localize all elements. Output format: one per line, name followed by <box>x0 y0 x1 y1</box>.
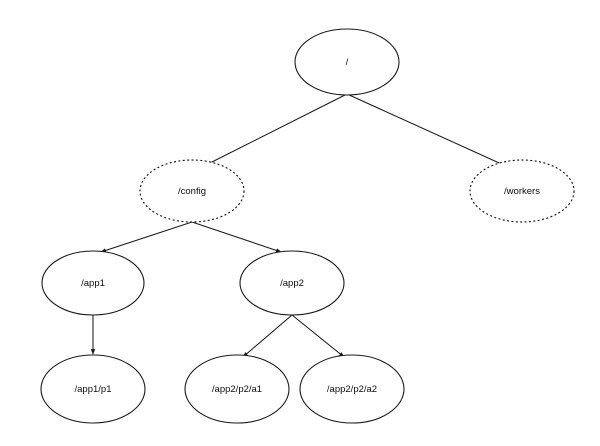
node-app1p1[interactable]: /app1/p1 <box>40 354 146 424</box>
node-app1[interactable]: /app1 <box>41 250 145 316</box>
node-shape-app1p1[interactable] <box>40 354 146 424</box>
node-shape-app2p2a2[interactable] <box>299 354 405 424</box>
node-shape-app2p2a1[interactable] <box>184 354 290 424</box>
node-app2p2a2[interactable]: /app2/p2/a2 <box>299 354 405 424</box>
node-shape-workers[interactable] <box>469 159 575 223</box>
node-shape-root[interactable] <box>294 28 400 96</box>
node-shape-app2[interactable] <box>239 250 345 316</box>
node-workers[interactable]: /workers <box>469 159 575 223</box>
node-app2[interactable]: /app2 <box>239 250 345 316</box>
node-root[interactable]: / <box>294 28 400 96</box>
edge-app2-to-app2p2a2 <box>291 314 344 357</box>
edge-app2-to-app2p2a1 <box>243 314 293 357</box>
node-config[interactable]: /config <box>139 159 245 223</box>
edge-root-to-config <box>204 93 348 167</box>
edges-layer <box>93 93 508 357</box>
node-app2p2a1[interactable]: /app2/p2/a1 <box>184 354 290 424</box>
nodes-layer: / /config/workers/app1/app2/app1/p1/app2/… <box>40 28 575 424</box>
edge-config-to-app1 <box>101 221 193 252</box>
node-shape-config[interactable] <box>139 159 245 223</box>
node-shape-app1[interactable] <box>41 250 145 316</box>
edge-root-to-workers <box>346 93 508 168</box>
edge-config-to-app2 <box>191 221 281 252</box>
